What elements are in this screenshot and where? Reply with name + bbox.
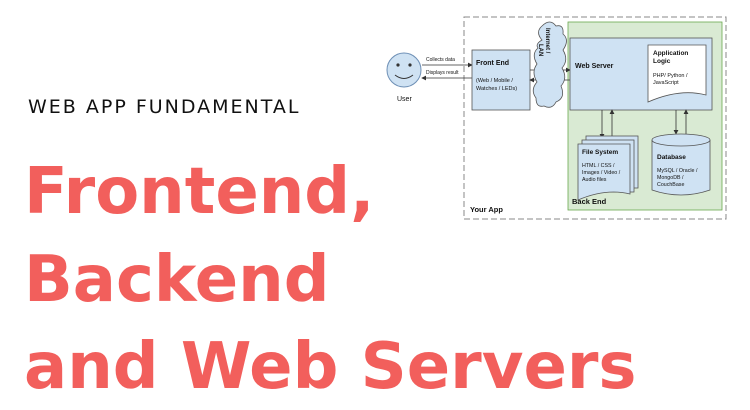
front-end-box — [471, 49, 531, 111]
title-line-2: Backend — [24, 243, 330, 317]
database-desc-1: MySQL / Oracle / — [657, 168, 698, 174]
web-server-label: Web Server — [575, 63, 614, 70]
file-system-title: File System — [582, 149, 618, 156]
database-desc-2: MongoDB / — [657, 175, 684, 181]
title-line-3: and Web Servers — [24, 330, 637, 404]
app-logic-title-1: Application — [653, 50, 688, 57]
user-icon — [386, 52, 422, 88]
app-logic-desc-1: PHP/ Python / — [653, 73, 688, 79]
network-label-2: LAN — [537, 44, 543, 56]
database-desc-3: CouchBase — [657, 182, 684, 188]
network-label-1: Internet / — [544, 28, 550, 54]
app-logic-desc-2: JavaScript — [653, 80, 679, 86]
user-label: User — [397, 96, 412, 103]
database-title: Database — [657, 154, 686, 161]
file-system-desc-3: Audio files — [582, 177, 607, 183]
file-system-stack — [577, 135, 639, 201]
your-app-boundary — [463, 16, 727, 220]
architecture-diagram: Your App Back End User Collects data Dis… — [386, 16, 727, 220]
back-end-label: Back End — [572, 197, 607, 206]
subtitle: WEB APP FUNDAMENTAL — [28, 96, 301, 118]
application-logic-box — [647, 44, 707, 103]
front-end-desc-1: (Web / Mobile / — [476, 78, 513, 84]
title-line-1: Frontend, — [24, 155, 375, 229]
your-app-label: Your App — [470, 205, 503, 214]
cloud-icon — [532, 21, 567, 108]
file-system-desc-1: HTML / CSS / — [582, 163, 615, 169]
collects-label: Collects data — [426, 57, 455, 63]
file-system-desc-2: Images / Video / — [582, 170, 621, 176]
front-end-title: Front End — [476, 60, 509, 67]
database-cylinder — [651, 133, 711, 196]
displays-label: Displays result — [426, 70, 459, 76]
app-logic-title-2: Logic — [653, 58, 671, 65]
front-end-desc-2: Watches / LEDs) — [476, 86, 517, 92]
